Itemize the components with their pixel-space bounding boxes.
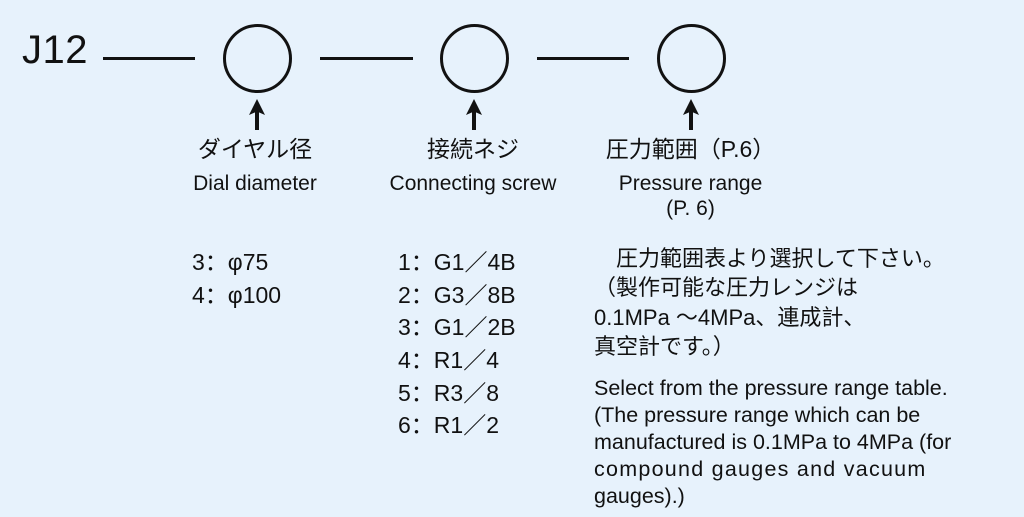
up-arrow-icon-connecting-screw [463, 99, 485, 130]
note-line: （製作可能な圧力レンジは [594, 275, 859, 301]
note-line: manufactured is 0.1MPa to 4MPa (for [594, 429, 952, 454]
note-line: (The pressure range which can be [594, 402, 921, 427]
column-label-jp: 接続ネジ [427, 136, 519, 162]
up-arrow-icon-dial-diameter [246, 99, 268, 130]
column-label-dial-diameter: ダイヤル径 Dial diameter [155, 136, 355, 197]
note-line: 圧力範囲表より選択して下さい。 [594, 246, 945, 271]
option-item[interactable]: 2：G3／8B [398, 281, 516, 308]
model-code-label: J12 [22, 28, 88, 72]
column-label-en: Dial diameter [193, 172, 317, 196]
column-label-en: Connecting screw [389, 172, 557, 196]
option-item[interactable]: 5：R3／8 [398, 379, 499, 406]
option-item[interactable]: 4：R1／4 [398, 346, 499, 373]
up-arrow-icon-pressure-range [680, 99, 702, 130]
pressure-range-note: 圧力範囲表より選択して下さい。 （製作可能な圧力レンジは 0.1MPa 〜4MP… [594, 244, 1018, 509]
note-line: 真空計です。） [594, 333, 735, 359]
note-line: compound gauges and vacuum [594, 456, 927, 481]
column-label-pressure-range: 圧力範囲（P.6） Pressure range (P. 6) [588, 136, 793, 222]
note-line: 0.1MPa 〜4MPa、連成計、 [594, 304, 866, 330]
pressure-range-note-jp: 圧力範囲表より選択して下さい。 （製作可能な圧力レンジは 0.1MPa 〜4MP… [594, 244, 1018, 361]
column-label-en-sub: (P. 6) [666, 196, 715, 220]
option-item[interactable]: 3：G1／2B [398, 314, 516, 341]
option-list-dial-diameter: 3：φ75 4：φ100 [192, 246, 281, 311]
option-item[interactable]: 4：φ100 [192, 281, 282, 308]
option-item[interactable]: 6：R1／2 [398, 412, 499, 439]
selection-circle-dial-diameter[interactable] [223, 24, 292, 93]
selection-circle-pressure-range[interactable] [657, 24, 726, 93]
column-label-en: Pressure range [618, 172, 763, 196]
note-line: Select from the pressure range table. [594, 376, 948, 400]
column-label-jp: ダイヤル径 [197, 136, 313, 162]
selection-circle-connecting-screw[interactable] [440, 24, 509, 93]
option-item[interactable]: 1：G1／4B [398, 249, 516, 275]
option-item[interactable]: 3：φ75 [192, 249, 269, 275]
column-label-jp: 圧力範囲（P.6） [605, 136, 776, 162]
note-line: gauges).) [594, 483, 685, 508]
connector-line-1 [103, 57, 195, 60]
connector-line-2 [320, 57, 413, 60]
pressure-range-note-en: Select from the pressure range table. (T… [594, 375, 1018, 509]
option-list-connecting-screw: 1：G1／4B 2：G3／8B 3：G1／2B 4：R1／4 5：R3／8 6：… [398, 246, 516, 442]
connector-line-3 [537, 57, 629, 60]
column-label-connecting-screw: 接続ネジ Connecting screw [373, 136, 573, 197]
